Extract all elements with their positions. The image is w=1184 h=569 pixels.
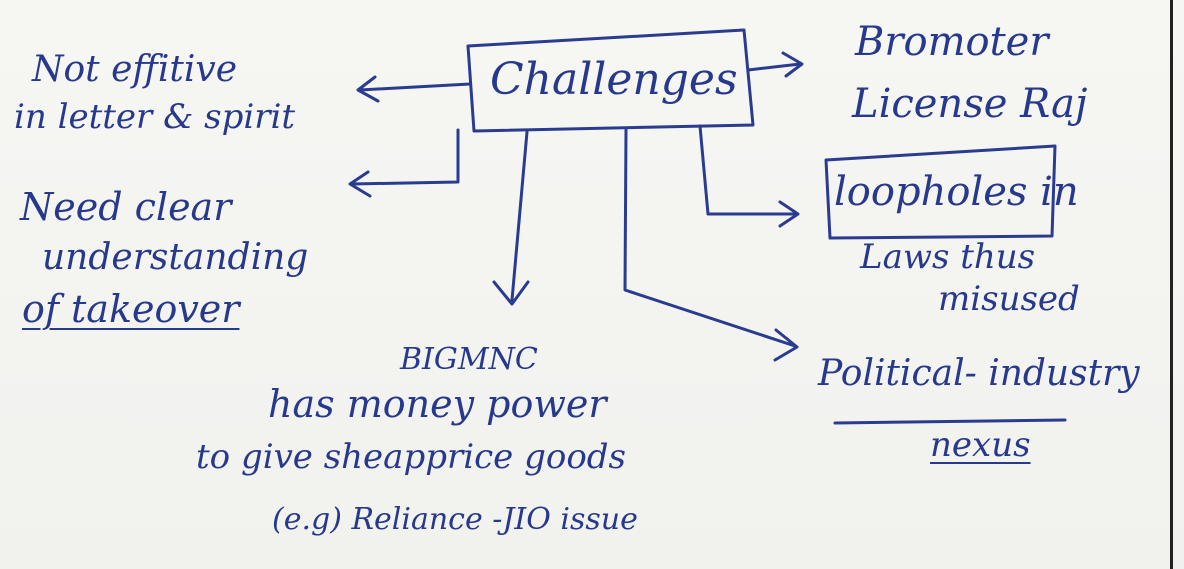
node-bromoter-line2: License Raj bbox=[852, 81, 1088, 127]
center-label: Challenges bbox=[490, 54, 738, 105]
arrow-need-clear bbox=[348, 128, 460, 198]
arrow-political bbox=[623, 128, 799, 362]
arrow-big-mnc bbox=[492, 130, 530, 306]
node-political-line1: Political- industry bbox=[818, 353, 1140, 394]
node-bromoter-line1: Bromoter bbox=[855, 19, 1049, 65]
node-not-effective-line1: Not effitive bbox=[32, 49, 238, 90]
center-box bbox=[466, 28, 755, 133]
node-loopholes-line3: misused bbox=[938, 279, 1080, 319]
node-need-clear-line3: of takeover bbox=[22, 287, 240, 331]
node-loopholes-line1: loopholes in bbox=[834, 169, 1079, 215]
political-underline bbox=[833, 418, 1067, 425]
page-margin-line bbox=[1170, 0, 1173, 569]
arrow-bromoter bbox=[746, 51, 804, 78]
node-need-clear-line2: understanding bbox=[42, 237, 309, 278]
node-not-effective-line2: in letter & spirit bbox=[14, 97, 296, 137]
node-big-mnc-line3: to give sheapprice goods bbox=[196, 437, 626, 477]
node-political-line2: nexus bbox=[930, 425, 1031, 465]
node-big-mnc-line2: has money power bbox=[268, 382, 607, 426]
arrow-loopholes bbox=[698, 124, 800, 228]
node-big-mnc-line1: BIGMNC bbox=[400, 342, 538, 377]
node-loopholes-line2: Laws thus bbox=[860, 237, 1036, 277]
loopholes-box bbox=[824, 144, 1057, 240]
node-need-clear-line1: Need clear bbox=[20, 185, 232, 229]
arrow-not-effective bbox=[356, 75, 472, 103]
node-big-mnc-line4: (e.g) Reliance -JIO issue bbox=[272, 502, 638, 537]
